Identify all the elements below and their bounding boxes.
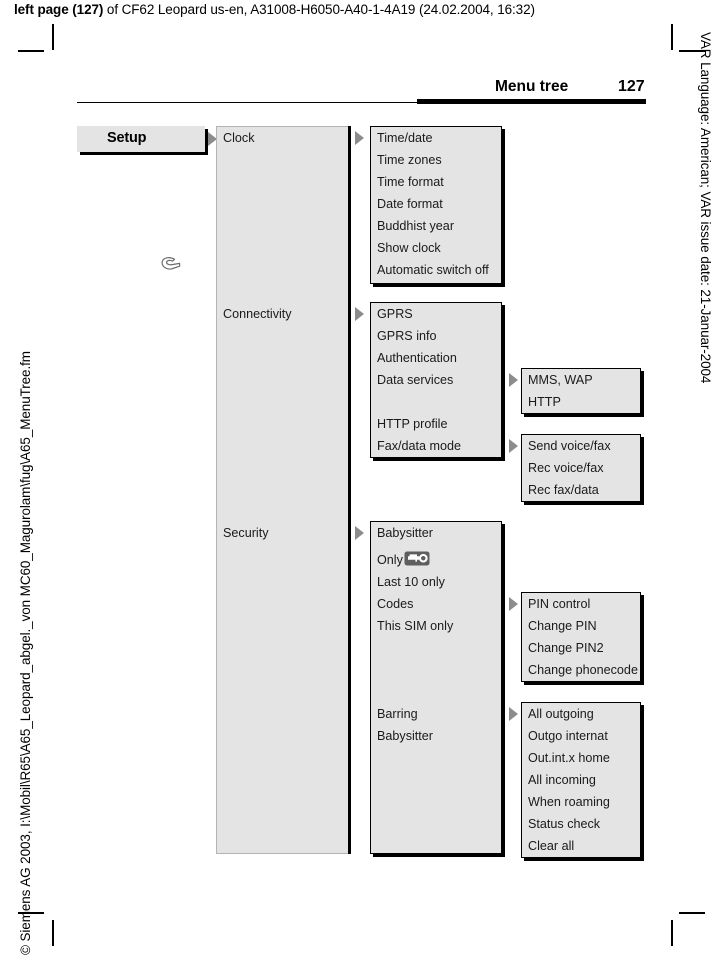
codes-menu-item-1[interactable]: Change PIN [528, 619, 597, 633]
crop-mark-top-left-vertical [52, 24, 54, 50]
fax-data-mode-menu-item-2[interactable]: Rec fax/data [528, 483, 599, 497]
clock-menu-item-3[interactable]: Date format [377, 197, 443, 211]
footer-side-text-left: © Siemens AG 2003, I:\Mobil\R65\A65_Leop… [18, 351, 33, 955]
arrow-clock-to-submenu [355, 131, 364, 145]
header-rule-thin [77, 102, 417, 104]
clock-submenu-box [370, 126, 502, 284]
codes-menu-item-0[interactable]: PIN control [528, 597, 591, 611]
arrow-data-services-to-submenu [509, 373, 518, 387]
fax-data-mode-submenu-box [521, 434, 641, 502]
arrow-setup-to-level1 [208, 132, 217, 146]
barring-menu-item-3[interactable]: All incoming [528, 773, 596, 787]
clock-menu-item-2[interactable]: Time format [377, 175, 444, 189]
arrow-fax-data-mode-to-submenu [509, 439, 518, 453]
security-menu-item-1[interactable]: Only [377, 553, 403, 567]
menu-root-setup[interactable] [77, 126, 205, 270]
running-head: left page (127) of CF62 Leopard us-en, A… [14, 2, 694, 17]
page-number: 127 [618, 78, 645, 95]
barring-menu-item-0[interactable]: All outgoing [528, 707, 594, 721]
data-services-submenu-box [521, 368, 641, 414]
security-menu-item-4[interactable]: This SIM only [377, 619, 454, 633]
header-side-text-right: VAR Language: American; VAR issue date: … [698, 32, 713, 384]
arrow-security-to-submenu [355, 526, 364, 540]
codes-menu-item-3[interactable]: Change phonecode [528, 663, 638, 677]
barring-menu-item-2[interactable]: Out.int.x home [528, 751, 610, 765]
barring-menu-item-6[interactable]: Clear all [528, 839, 575, 853]
crop-mark-bottom-left-vertical [52, 920, 54, 946]
running-head-rest: of CF62 Leopard us-en, A31008-H6050-A40-… [103, 2, 535, 17]
crop-mark-bottom-right-horizontal [679, 912, 705, 914]
connectivity-menu-item-3[interactable]: Data services [377, 373, 454, 387]
codes-submenu-box [521, 592, 641, 682]
arrow-connectivity-to-submenu [355, 307, 364, 321]
barring-menu-item-1[interactable]: Outgo internat [528, 729, 608, 743]
clock-menu-item-1[interactable]: Time zones [377, 153, 442, 167]
clock-menu-item-4[interactable]: Buddhist year [377, 219, 455, 233]
menu-level1-column [216, 126, 348, 854]
barring-submenu-box [521, 702, 641, 858]
connectivity-menu-item-1[interactable]: GPRS info [377, 329, 437, 343]
fax-data-mode-menu-item-1[interactable]: Rec voice/fax [528, 461, 604, 475]
wrench-icon [161, 257, 181, 272]
clock-menu-item-5[interactable]: Show clock [377, 241, 441, 255]
menu-level1-item-connectivity[interactable]: Connectivity [223, 307, 292, 321]
connectivity-menu-item-0[interactable]: GPRS [377, 307, 413, 321]
connectivity-menu-item-2[interactable]: Authentication [377, 351, 457, 365]
security-menu-item-0[interactable]: Babysitter [377, 526, 433, 540]
crop-mark-top-left-horizontal [18, 50, 44, 52]
running-head-bold: left page (127) [14, 2, 104, 17]
crop-mark-bottom-right-vertical [671, 920, 673, 946]
data-services-menu-item-0[interactable]: MMS, WAP [528, 373, 593, 387]
crop-mark-top-right-horizontal [679, 50, 705, 52]
crop-mark-bottom-left-horizontal [18, 912, 44, 914]
barring-menu-item-5[interactable]: Status check [528, 817, 601, 831]
barring-menu-item-4[interactable]: When roaming [528, 795, 610, 809]
security-submenu-box [370, 521, 502, 854]
key-icon [404, 551, 430, 566]
menu-level1-item-clock[interactable]: Clock [223, 131, 255, 145]
clock-menu-item-6[interactable]: Automatic switch off [377, 263, 489, 277]
security-menu-item-5[interactable]: Barring [377, 707, 418, 721]
crop-mark-top-right-vertical [671, 24, 673, 50]
menu-level1-item-security[interactable]: Security [223, 526, 269, 540]
security-menu-item-2[interactable]: Last 10 only [377, 575, 445, 589]
security-menu-item-6[interactable]: Babysitter [377, 729, 433, 743]
arrow-codes-to-submenu [509, 597, 518, 611]
data-services-menu-item-1[interactable]: HTTP [528, 395, 561, 409]
connectivity-submenu-box [370, 302, 502, 458]
header-rule-thick [417, 99, 646, 104]
connectivity-menu-item-4[interactable]: HTTP profile [377, 417, 448, 431]
fax-data-mode-menu-item-0[interactable]: Send voice/fax [528, 439, 611, 453]
arrow-barring-to-submenu [509, 707, 518, 721]
clock-menu-item-0[interactable]: Time/date [377, 131, 433, 145]
connectivity-menu-item-5[interactable]: Fax/data mode [377, 439, 462, 453]
codes-menu-item-2[interactable]: Change PIN2 [528, 641, 604, 655]
menu-root-setup-label: Setup [107, 130, 147, 146]
page-title: Menu tree [495, 78, 569, 95]
security-menu-item-3[interactable]: Codes [377, 597, 414, 611]
